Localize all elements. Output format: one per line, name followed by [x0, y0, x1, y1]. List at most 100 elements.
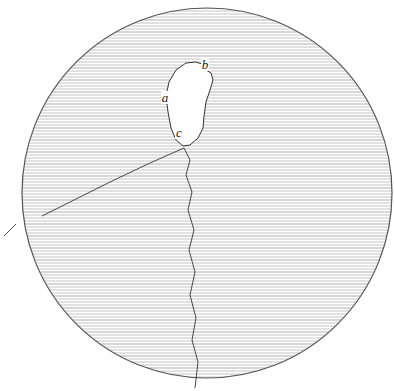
hatch-line	[20, 17, 394, 18]
hatch-line	[20, 53, 394, 54]
hatch-line	[20, 332, 394, 333]
part-letter: b	[201, 58, 210, 71]
hatch-line	[20, 335, 394, 336]
hatch-line	[20, 164, 394, 165]
hatch-line	[20, 134, 394, 135]
fibre	[42, 148, 184, 216]
hatch-line	[20, 290, 394, 291]
hatch-line	[20, 140, 394, 141]
hatch-line	[20, 38, 394, 39]
hatch-line	[20, 329, 394, 330]
hatch-line	[20, 359, 394, 360]
hatch-line	[20, 182, 394, 183]
hatch-line	[20, 263, 394, 264]
hatch-line	[20, 32, 394, 33]
hatch-line	[20, 239, 394, 240]
hatch-line	[20, 266, 394, 267]
hatch-line	[20, 350, 394, 351]
hatch-line	[20, 215, 394, 216]
part-letter: a	[161, 91, 170, 104]
hatch-line	[20, 293, 394, 294]
hatch-line	[20, 35, 394, 36]
hatch-line	[20, 227, 394, 228]
hatch-line	[20, 380, 394, 381]
hatch-line	[20, 173, 394, 174]
hatch-line	[20, 179, 394, 180]
hatch-line	[20, 362, 394, 363]
hatch-line	[20, 233, 394, 234]
fibre	[184, 148, 198, 388]
hatch-line	[20, 155, 394, 156]
hatch-line	[20, 230, 394, 231]
hatch-line	[20, 212, 394, 213]
hatch-line	[20, 119, 394, 120]
hatch-line	[20, 41, 394, 42]
hatch-line	[20, 308, 394, 309]
hatch-line	[20, 254, 394, 255]
field-outline	[22, 8, 392, 378]
hatch-line	[20, 302, 394, 303]
hatch-line	[20, 320, 394, 321]
hatch-line	[20, 365, 394, 366]
hatch-line	[20, 269, 394, 270]
hatch-line	[20, 209, 394, 210]
hatch-line	[20, 194, 394, 195]
hatch-line	[20, 161, 394, 162]
hatch-line	[20, 299, 394, 300]
hatch-line	[20, 284, 394, 285]
hatch-line	[20, 377, 394, 378]
hatch-line	[20, 260, 394, 261]
hatch-line	[20, 149, 394, 150]
hatch-line	[20, 29, 394, 30]
hatch-line	[20, 272, 394, 273]
hatch-line	[20, 185, 394, 186]
hatch-line	[20, 200, 394, 201]
hatch-line	[20, 368, 394, 369]
hatch-line	[20, 14, 394, 15]
hatch-line	[20, 146, 394, 147]
hatch-line	[20, 344, 394, 345]
hatch-line	[20, 221, 394, 222]
hatch-line	[20, 101, 394, 102]
hatch-line	[20, 116, 394, 117]
hatch-line	[20, 296, 394, 297]
hatch-line	[20, 197, 394, 198]
hatch-line	[20, 44, 394, 45]
hatch-line	[20, 305, 394, 306]
hatch-line	[20, 167, 394, 168]
hatch-line	[20, 47, 394, 48]
hatch-line	[20, 131, 394, 132]
hatch-line	[20, 311, 394, 312]
hatch-line	[20, 314, 394, 315]
hatch-line	[20, 353, 394, 354]
hatch-line	[20, 371, 394, 372]
hatch-line	[20, 170, 394, 171]
hatch-line	[20, 188, 394, 189]
hatch-line	[20, 347, 394, 348]
hatch-line	[20, 203, 394, 204]
hatch-line	[20, 206, 394, 207]
hatch-line	[20, 152, 394, 153]
hatch-line	[20, 287, 394, 288]
hatch-line	[20, 56, 394, 57]
hatch-line	[20, 257, 394, 258]
hatch-line	[20, 143, 394, 144]
hatch-line	[20, 26, 394, 27]
hatch-line	[20, 251, 394, 252]
hatch-line	[20, 128, 394, 129]
hatching	[20, 8, 394, 380]
hatch-line	[20, 278, 394, 279]
hatch-line	[20, 341, 394, 342]
hatch-line	[20, 245, 394, 246]
hatch-line	[20, 11, 394, 12]
hatch-line	[20, 242, 394, 243]
fibre	[4, 224, 16, 236]
hatch-line	[20, 137, 394, 138]
hatch-line	[20, 50, 394, 51]
hatch-line	[20, 317, 394, 318]
hatch-line	[20, 248, 394, 249]
hatch-line	[20, 224, 394, 225]
hatch-line	[20, 338, 394, 339]
hatch-line	[20, 23, 394, 24]
hatch-line	[20, 20, 394, 21]
